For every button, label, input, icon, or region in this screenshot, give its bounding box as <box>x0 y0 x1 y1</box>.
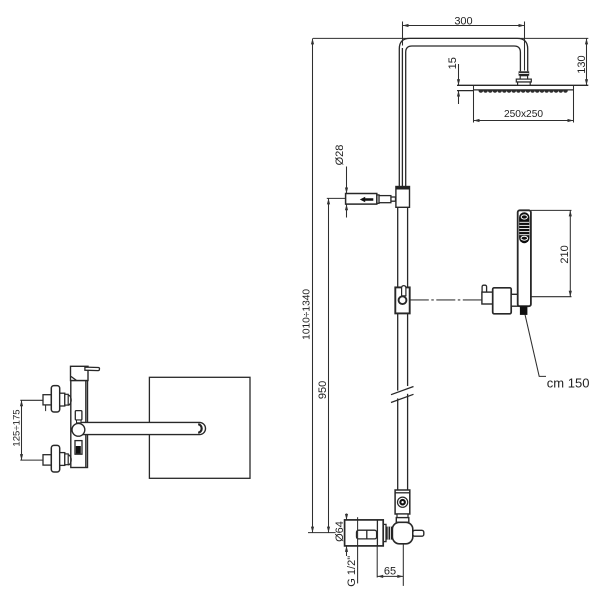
svg-text:130: 130 <box>576 55 588 73</box>
svg-text:cm 150: cm 150 <box>547 375 590 390</box>
svg-text:65: 65 <box>384 565 396 577</box>
svg-text:300: 300 <box>454 16 472 28</box>
svg-text:210: 210 <box>559 245 571 263</box>
svg-text:G 1/2": G 1/2" <box>346 556 358 587</box>
svg-text:1010÷1340: 1010÷1340 <box>302 289 313 340</box>
svg-text:250x250: 250x250 <box>504 109 543 120</box>
svg-text:Ø64: Ø64 <box>334 521 346 542</box>
svg-text:125÷175: 125÷175 <box>12 409 23 446</box>
svg-text:Ø28: Ø28 <box>334 145 346 166</box>
svg-text:950: 950 <box>317 381 329 399</box>
svg-text:15: 15 <box>447 57 459 69</box>
